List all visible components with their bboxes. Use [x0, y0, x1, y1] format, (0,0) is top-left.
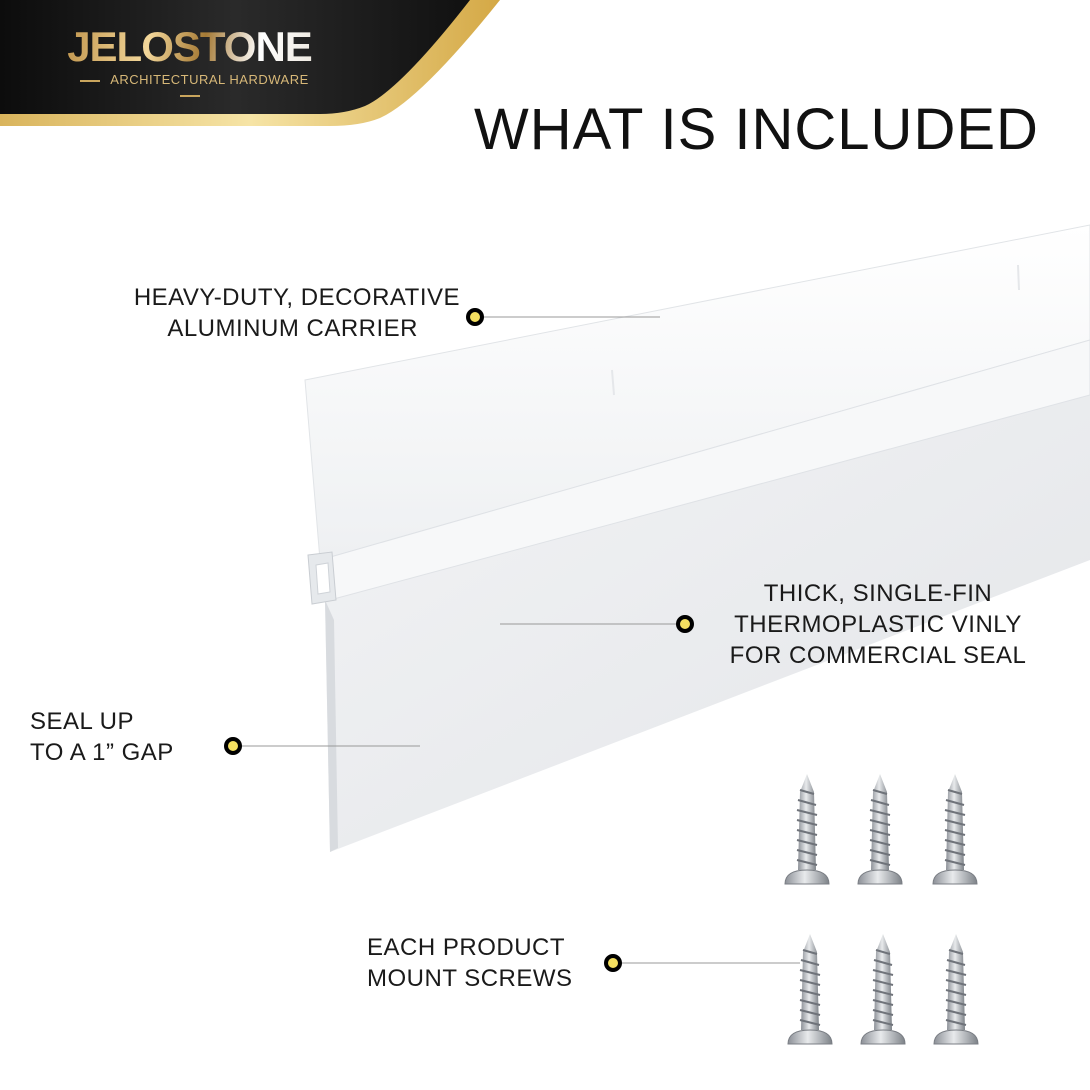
callout-screws: EACH PRODUCT MOUNT SCREWS [367, 934, 573, 992]
screw-icon [784, 773, 830, 885]
callout-gap: SEAL UP TO A 1” GAP [30, 708, 174, 766]
screw-icon [932, 773, 978, 885]
screw-icon [860, 933, 906, 1045]
callout-marker-icon [466, 308, 484, 326]
callout-fin: THICK, SINGLE-FIN THERMOPLASTIC VINLY FO… [729, 580, 1027, 669]
screw-icon [787, 933, 833, 1045]
brand-logo: JELOSTONE ARCHITECTURAL HARDWARE [52, 24, 327, 102]
screw-icon [933, 933, 979, 1045]
callout-marker-icon [224, 737, 242, 755]
callout-marker-icon [676, 615, 694, 633]
brand-tagline: ARCHITECTURAL HARDWARE [52, 72, 327, 102]
screw-icon [857, 773, 903, 885]
brand-name: JELOSTONE [52, 24, 327, 70]
callout-carrier: HEAVY-DUTY, DECORATIVE ALUMINUM CARRIER [133, 284, 460, 342]
page-title: WHAT IS INCLUDED [474, 97, 1039, 162]
callout-marker-icon [604, 954, 622, 972]
